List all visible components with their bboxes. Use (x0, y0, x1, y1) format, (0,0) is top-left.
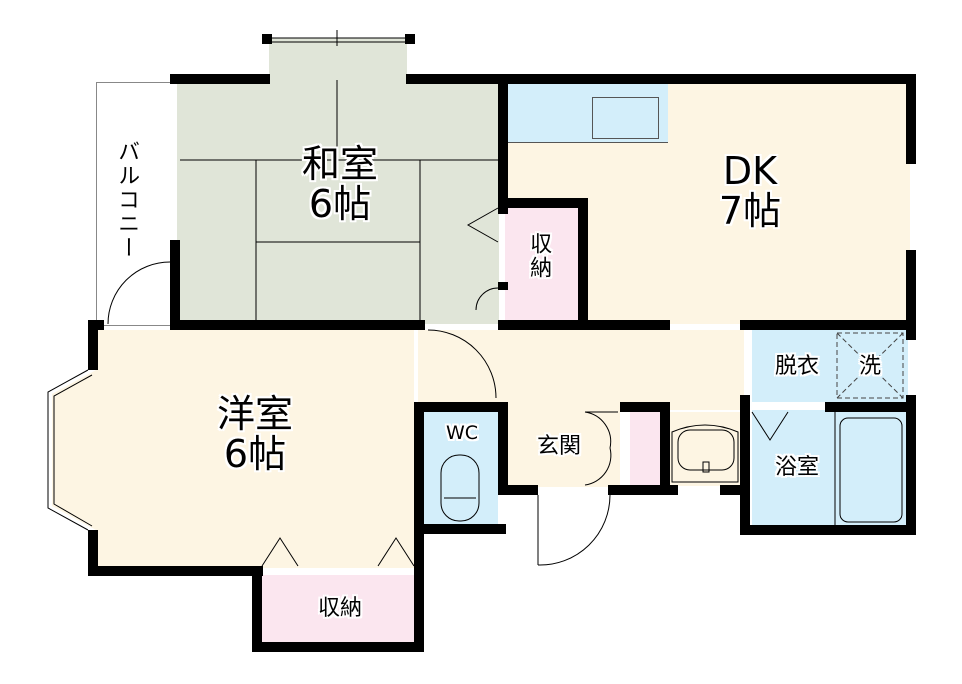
bath-room (752, 410, 908, 528)
washitsu-name: 和室 (301, 142, 378, 186)
youshitsu-size: 6帖 (223, 431, 287, 476)
kitchen-counter (506, 84, 668, 143)
dressing-room (752, 330, 908, 402)
genkan-area (505, 405, 620, 487)
washitsu-bay (269, 38, 407, 82)
shoe-storage (630, 412, 660, 487)
youshitsu-room (96, 330, 414, 568)
wc-room (424, 412, 498, 528)
dk-label: DK 7帖 (680, 149, 820, 233)
wc-label: WC (445, 422, 479, 444)
dk-name: DK (722, 149, 778, 193)
youshitsu-name: 洋室 (216, 392, 293, 436)
youshitsu-label: 洋室 6帖 (185, 392, 325, 476)
dk-size: 7帖 (718, 188, 782, 233)
dressing-label: 脱衣 (774, 354, 819, 379)
washitsu-room (177, 80, 499, 324)
washbasin-area (670, 412, 740, 486)
balcony-area (96, 82, 175, 326)
washitsu-size: 6帖 (308, 181, 372, 226)
storage-bottom (262, 575, 414, 643)
bath-label: 浴室 (774, 455, 819, 480)
storage-center-label: 収納 (526, 232, 552, 280)
youshitsu-bay (52, 370, 96, 530)
washer-label: 洗 (858, 354, 881, 379)
washitsu-label: 和室 6帖 (270, 142, 410, 226)
storage-center (505, 208, 580, 324)
genkan-label: 玄関 (536, 434, 581, 459)
hall-area (418, 330, 744, 410)
kitchen-sink (592, 97, 659, 139)
storage-bottom-label: 収納 (317, 596, 362, 621)
balcony-label: バルコニー (114, 140, 140, 260)
